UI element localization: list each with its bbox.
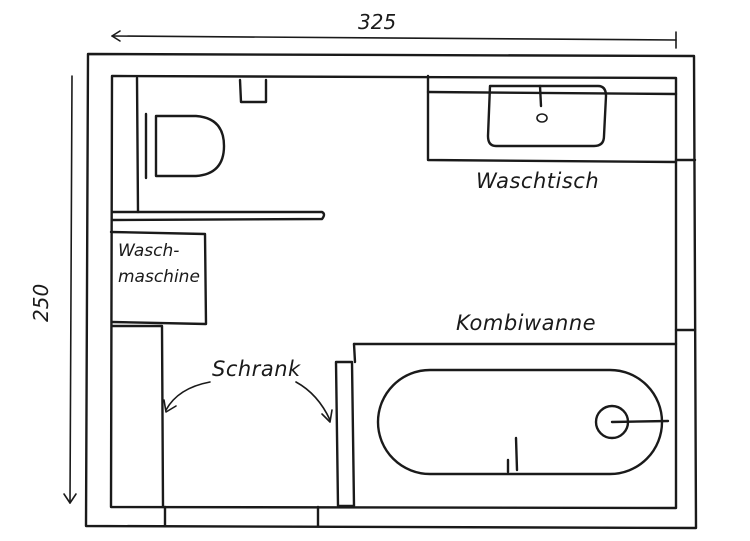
cabinet-left-panel bbox=[110, 324, 165, 508]
height-dimension: 250 bbox=[29, 75, 77, 504]
washbasin-label: Waschtisch bbox=[476, 169, 599, 193]
vanity-back-edge bbox=[426, 90, 678, 96]
cabinet-arrow-right bbox=[321, 409, 333, 423]
cabinet-right-panel bbox=[334, 360, 356, 508]
toilet bbox=[135, 76, 226, 214]
cabinet: Schrank bbox=[110, 324, 356, 508]
width-dimension: 325 bbox=[111, 10, 677, 49]
combi-tub-label: Kombiwanne bbox=[456, 311, 596, 335]
faucet bbox=[538, 84, 543, 108]
vanity-counter bbox=[426, 74, 678, 164]
toilet-bowl bbox=[154, 114, 226, 178]
partition-shelf bbox=[110, 210, 326, 222]
height-dimension-label: 250 bbox=[29, 284, 53, 322]
sink-basin bbox=[486, 84, 608, 148]
washing-machine-label-line2: maschine bbox=[118, 267, 200, 287]
tub-edge-corner bbox=[352, 342, 357, 364]
washing-machine-outline bbox=[109, 230, 208, 326]
width-arrow-left bbox=[111, 30, 121, 42]
washing-machine: Wasch- maschine bbox=[109, 230, 208, 326]
cabinet-arrow-left bbox=[163, 399, 177, 413]
combi-tub: Kombiwanne bbox=[352, 311, 678, 476]
outer-wall bbox=[84, 52, 698, 530]
width-dimension-line bbox=[111, 35, 677, 41]
toilet-wall-panel bbox=[135, 76, 140, 214]
tub-overflow bbox=[610, 419, 670, 424]
washing-machine-label-line1: Wasch- bbox=[118, 241, 179, 261]
cabinet-door-arc-right bbox=[295, 381, 331, 421]
washbasin: Waschtisch bbox=[426, 74, 678, 193]
cabinet-label: Schrank bbox=[212, 357, 301, 381]
inner-wall bbox=[109, 74, 678, 510]
width-dimension-label: 325 bbox=[358, 10, 396, 34]
height-arrow-bottom bbox=[63, 493, 77, 504]
vent-box bbox=[238, 78, 268, 104]
sink-drain bbox=[536, 113, 548, 123]
tub-faucet-a bbox=[514, 436, 519, 472]
height-dimension-line bbox=[69, 75, 73, 504]
cabinet-door-arc-left bbox=[165, 381, 211, 411]
